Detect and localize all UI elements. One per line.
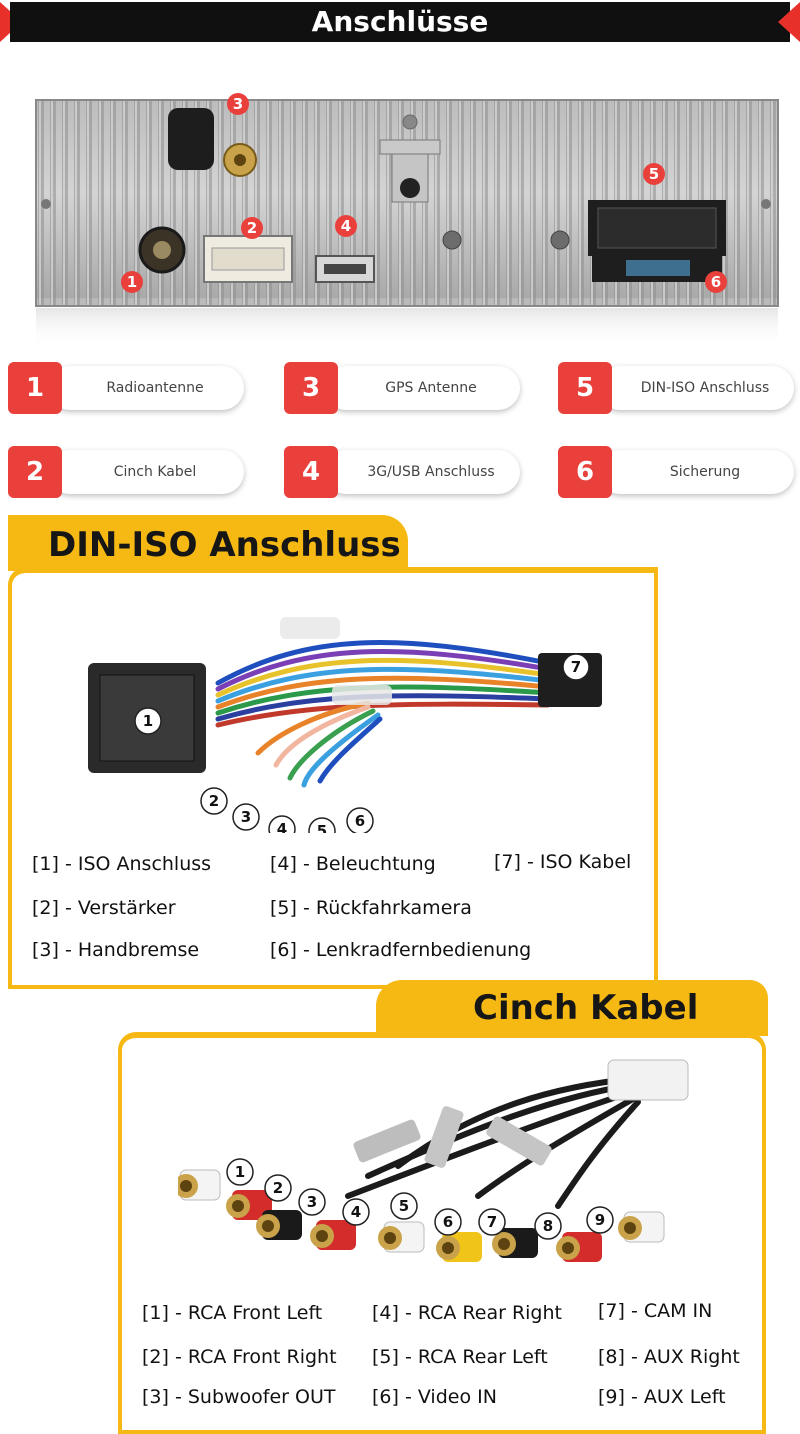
legend-item: GPS Antenne 3 — [284, 362, 524, 418]
radio-back-panel: 1 2 3 4 5 6 — [0, 88, 800, 348]
cinch-callout-8: 8 — [543, 1217, 553, 1235]
cinch-callout-5: 5 — [399, 1197, 409, 1215]
legend-label: DIN-ISO Anschluss — [598, 366, 794, 410]
din-iso-title: DIN-ISO Anschluss — [48, 525, 401, 565]
cinch-caption: [8] - AUX Right — [598, 1346, 740, 1368]
legend-item: Cinch Kabel 2 — [8, 446, 248, 502]
legend-item: DIN-ISO Anschluss 5 — [558, 362, 798, 418]
din-caption: [2] - Verstärker — [32, 897, 176, 919]
page-title: Anschlüsse — [311, 5, 489, 38]
legend-label: Cinch Kabel — [48, 450, 244, 494]
radio-callout-5: 5 — [649, 165, 659, 183]
din-caption: [6] - Lenkradfernbedienung — [270, 939, 532, 961]
legend-item: 3G/USB Anschluss 4 — [284, 446, 524, 502]
din-caption: [4] - Beleuchtung — [270, 853, 436, 875]
radio-callout-1: 1 — [127, 273, 137, 291]
cinch-title: Cinch Kabel — [473, 988, 699, 1028]
din-caption: [7] - ISO Kabel — [494, 851, 632, 873]
cinch-callout-4: 4 — [351, 1203, 361, 1221]
radio-callout-3: 3 — [233, 95, 243, 113]
cinch-callout-3: 3 — [307, 1193, 317, 1211]
cinch-tab — [376, 980, 768, 1036]
cinch-caption: [2] - RCA Front Right — [142, 1346, 337, 1368]
din-callout-2: 2 — [209, 792, 219, 810]
din-callout-4: 4 — [277, 820, 287, 833]
cinch-callout-9: 9 — [595, 1211, 605, 1229]
legend-number: 6 — [558, 446, 612, 498]
cinch-callout-2: 2 — [273, 1179, 283, 1197]
legend-number: 5 — [558, 362, 612, 414]
legend-item: Radioantenne 1 — [8, 362, 248, 418]
cinch-caption: [6] - Video IN — [372, 1386, 497, 1408]
legend-label: Radioantenne — [48, 366, 244, 410]
cinch-caption: [5] - RCA Rear Left — [372, 1346, 548, 1368]
cinch-caption: [3] - Subwoofer OUT — [142, 1386, 336, 1408]
din-callout-3: 3 — [241, 808, 251, 826]
legend-label: 3G/USB Anschluss — [324, 450, 520, 494]
banner-bar — [10, 2, 790, 42]
din-callout-7: 7 — [571, 658, 581, 676]
legend-label: Sicherung — [598, 450, 794, 494]
cinch-caption: [9] - AUX Left — [598, 1386, 726, 1408]
banner-right-arrow — [778, 2, 800, 42]
din-callout-6: 6 — [355, 812, 365, 830]
radio-callout-4: 4 — [341, 217, 351, 235]
din-callout-5: 5 — [317, 822, 327, 833]
legend-number: 3 — [284, 362, 338, 414]
cinch-callout-6: 6 — [443, 1213, 453, 1231]
cinch-caption: [7] - CAM IN — [598, 1300, 713, 1322]
iso-harness-illustration: 1 2 3 4 5 6 7 — [88, 617, 602, 833]
din-iso-tab — [8, 515, 408, 571]
cinch-callout-1: 1 — [235, 1163, 245, 1181]
legend-label: GPS Antenne — [324, 366, 520, 410]
radio-callout-2: 2 — [247, 219, 257, 237]
header-banner: Anschlüsse — [0, 0, 800, 46]
connector-legend: Radioantenne 1 GPS Antenne 3 DIN-ISO Ans… — [0, 362, 800, 512]
din-iso-section: DIN-ISO Anschluss — [8, 515, 658, 989]
din-caption: [3] - Handbremse — [32, 939, 200, 961]
cinch-section: Cinch Kabel — [118, 980, 768, 1434]
din-caption: [5] - Rückfahrkamera — [270, 897, 472, 919]
legend-item: Sicherung 6 — [558, 446, 798, 502]
din-caption: [1] - ISO Anschluss — [32, 853, 212, 875]
rca-cable-illustration: 1 2 3 4 5 6 7 8 9 — [178, 1059, 689, 1262]
din-callout-1: 1 — [143, 712, 153, 730]
legend-number: 1 — [8, 362, 62, 414]
legend-number: 4 — [284, 446, 338, 498]
cinch-caption: [4] - RCA Rear Right — [372, 1302, 562, 1324]
cinch-caption: [1] - RCA Front Left — [142, 1302, 323, 1324]
radio-callout-6: 6 — [711, 273, 721, 291]
radio-back-panel-illustration: 1 2 3 4 5 6 — [35, 93, 779, 348]
cinch-callout-7: 7 — [487, 1213, 497, 1231]
legend-number: 2 — [8, 446, 62, 498]
